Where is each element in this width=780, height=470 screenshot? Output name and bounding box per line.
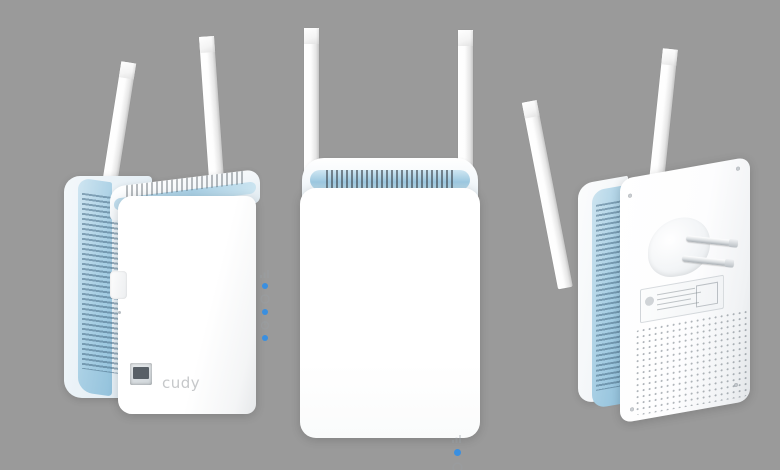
- antenna-tip: [661, 48, 678, 66]
- power-icon: [260, 320, 270, 330]
- corner-screw: [736, 166, 740, 172]
- signal-bars-icon: [452, 435, 461, 443]
- wps-button[interactable]: [110, 271, 127, 299]
- ethernet-port-rj45: [130, 363, 152, 385]
- antenna-tip: [118, 61, 137, 80]
- antenna-tip: [521, 100, 540, 119]
- qr-code-block-icon: [696, 281, 718, 308]
- signal-bars-icon: [260, 270, 269, 278]
- antenna-tip: [304, 28, 319, 44]
- device-middle-front-view: cudy: [286, 18, 506, 470]
- plug-pin-tip: [724, 258, 735, 268]
- wps-led: [262, 309, 268, 315]
- corner-screw: [628, 193, 632, 199]
- led-indicator-column: [260, 268, 272, 341]
- device-left-front-quarter-view: cudy: [40, 28, 300, 428]
- wifi-2g-led: [262, 283, 268, 289]
- led-indicator-column: [452, 433, 464, 470]
- top-vent-slots: [326, 170, 454, 190]
- antenna-left: [521, 100, 573, 290]
- corner-screw: [630, 406, 634, 412]
- wifi-5g-icon: [260, 294, 270, 304]
- plug-pin-tip: [728, 238, 739, 248]
- antenna-tip: [458, 30, 473, 46]
- wifi-2g-led: [454, 449, 461, 456]
- antenna-tip: [199, 36, 216, 54]
- wifi-5g-icon: [452, 462, 463, 470]
- front-face-panel: cudy: [300, 188, 480, 470]
- certification-mark-icon: [645, 295, 654, 307]
- device-right-rear-quarter-view: [500, 20, 780, 430]
- brand-logo-cudy: cudy: [162, 374, 201, 392]
- ethernet-led: [262, 335, 268, 341]
- reset-pinhole[interactable]: [118, 311, 121, 314]
